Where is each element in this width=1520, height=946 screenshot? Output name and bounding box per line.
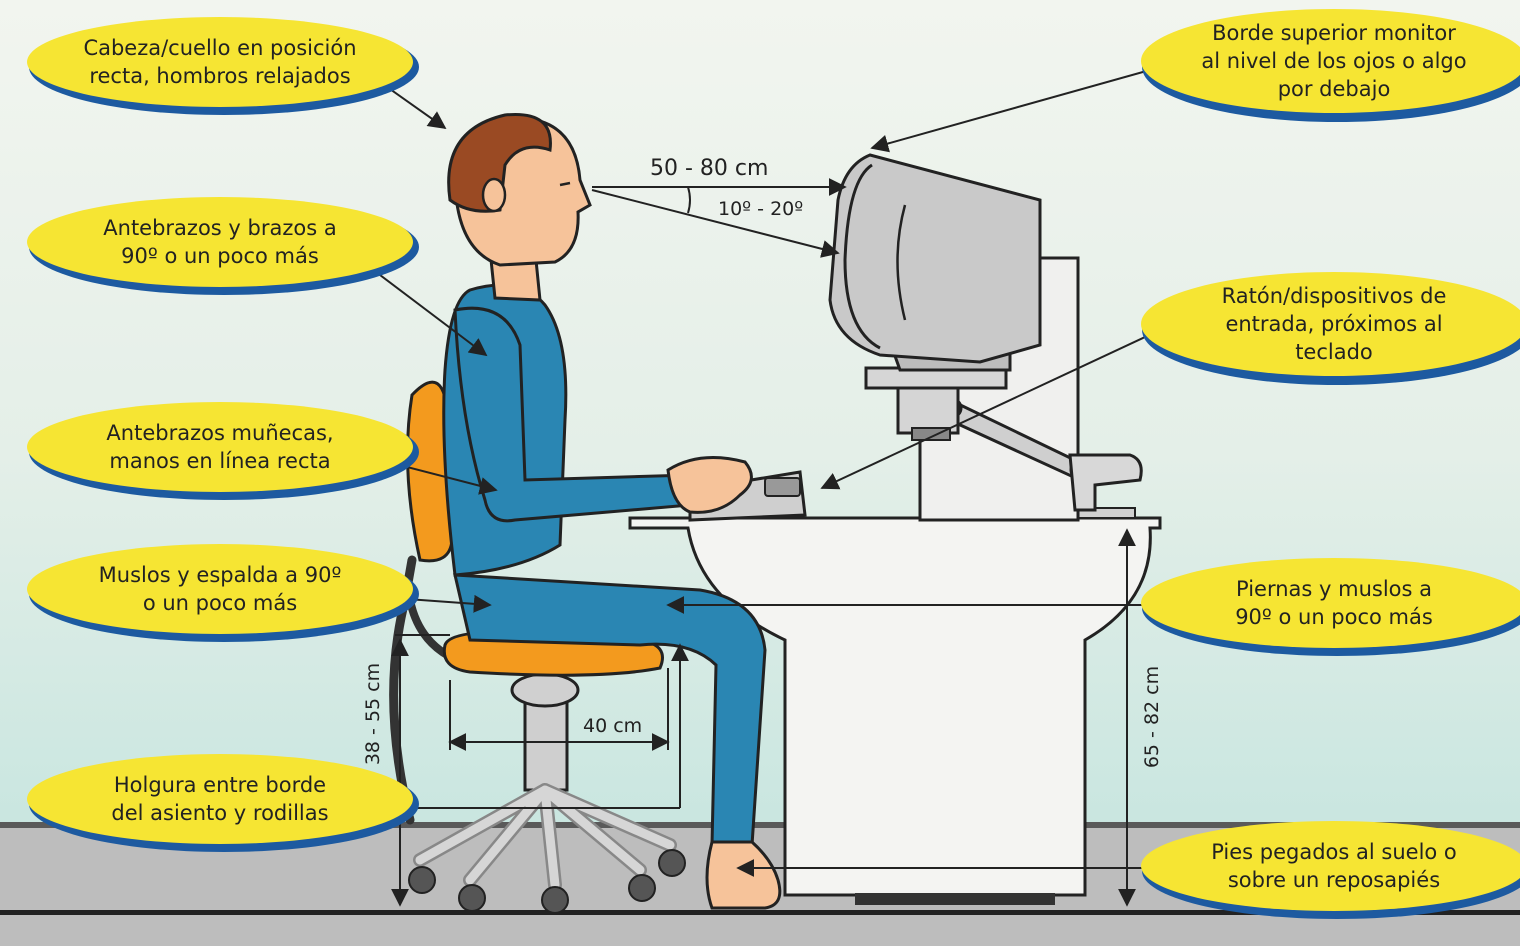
label-mouse: Ratón/dispositivos de entrada, próximos … <box>1221 284 1447 364</box>
bubble-legs <box>1141 558 1520 656</box>
bubble-wrists <box>27 402 419 500</box>
angle-arc <box>687 186 691 214</box>
sight-line-angled <box>591 189 840 258</box>
label-legs: Piernas y muslos a 90º o un poco más <box>1235 577 1433 629</box>
callout-arrows <box>379 69 1161 877</box>
viewing-distance-label: 50 - 80 cm <box>650 156 769 181</box>
label-feet: Pies pegados al suelo o sobre un reposap… <box>1211 840 1457 892</box>
label-monitor-top: Borde superior monitor al nivel de los o… <box>1201 21 1467 101</box>
viewing-angle-label: 10º - 20º <box>718 198 804 220</box>
seated-person <box>442 112 782 910</box>
bubble-mouse <box>1141 272 1520 385</box>
bubble-head <box>27 17 419 115</box>
bubble-feet <box>1141 821 1520 919</box>
floor-line <box>0 910 1520 915</box>
label-head: Cabeza/cuello en posición recta, hombros… <box>83 36 357 88</box>
seat-height-label: 38 - 55 cm <box>362 662 384 766</box>
label-bubbles <box>27 9 1520 919</box>
label-wrists: Antebrazos muñecas, manos en línea recta <box>106 421 334 473</box>
label-knee-clearance: Holgura entre borde del asiento y rodill… <box>111 773 329 825</box>
seat-depth-label: 40 cm <box>583 715 643 737</box>
bubble-monitor-top <box>1141 9 1520 122</box>
bubble-thighs-back <box>27 544 419 642</box>
bubble-knee-clearance <box>27 754 419 852</box>
floor-edge <box>0 822 1520 828</box>
monitor <box>828 153 1042 390</box>
desk-height-label: 65 - 82 cm <box>1141 665 1163 769</box>
label-thighs-back: Muslos y espalda a 90º o un poco más <box>98 563 342 615</box>
bubble-arms <box>27 197 419 295</box>
desk <box>628 507 1162 905</box>
label-arms: Antebrazos y brazos a 90º o un poco más <box>103 216 337 268</box>
